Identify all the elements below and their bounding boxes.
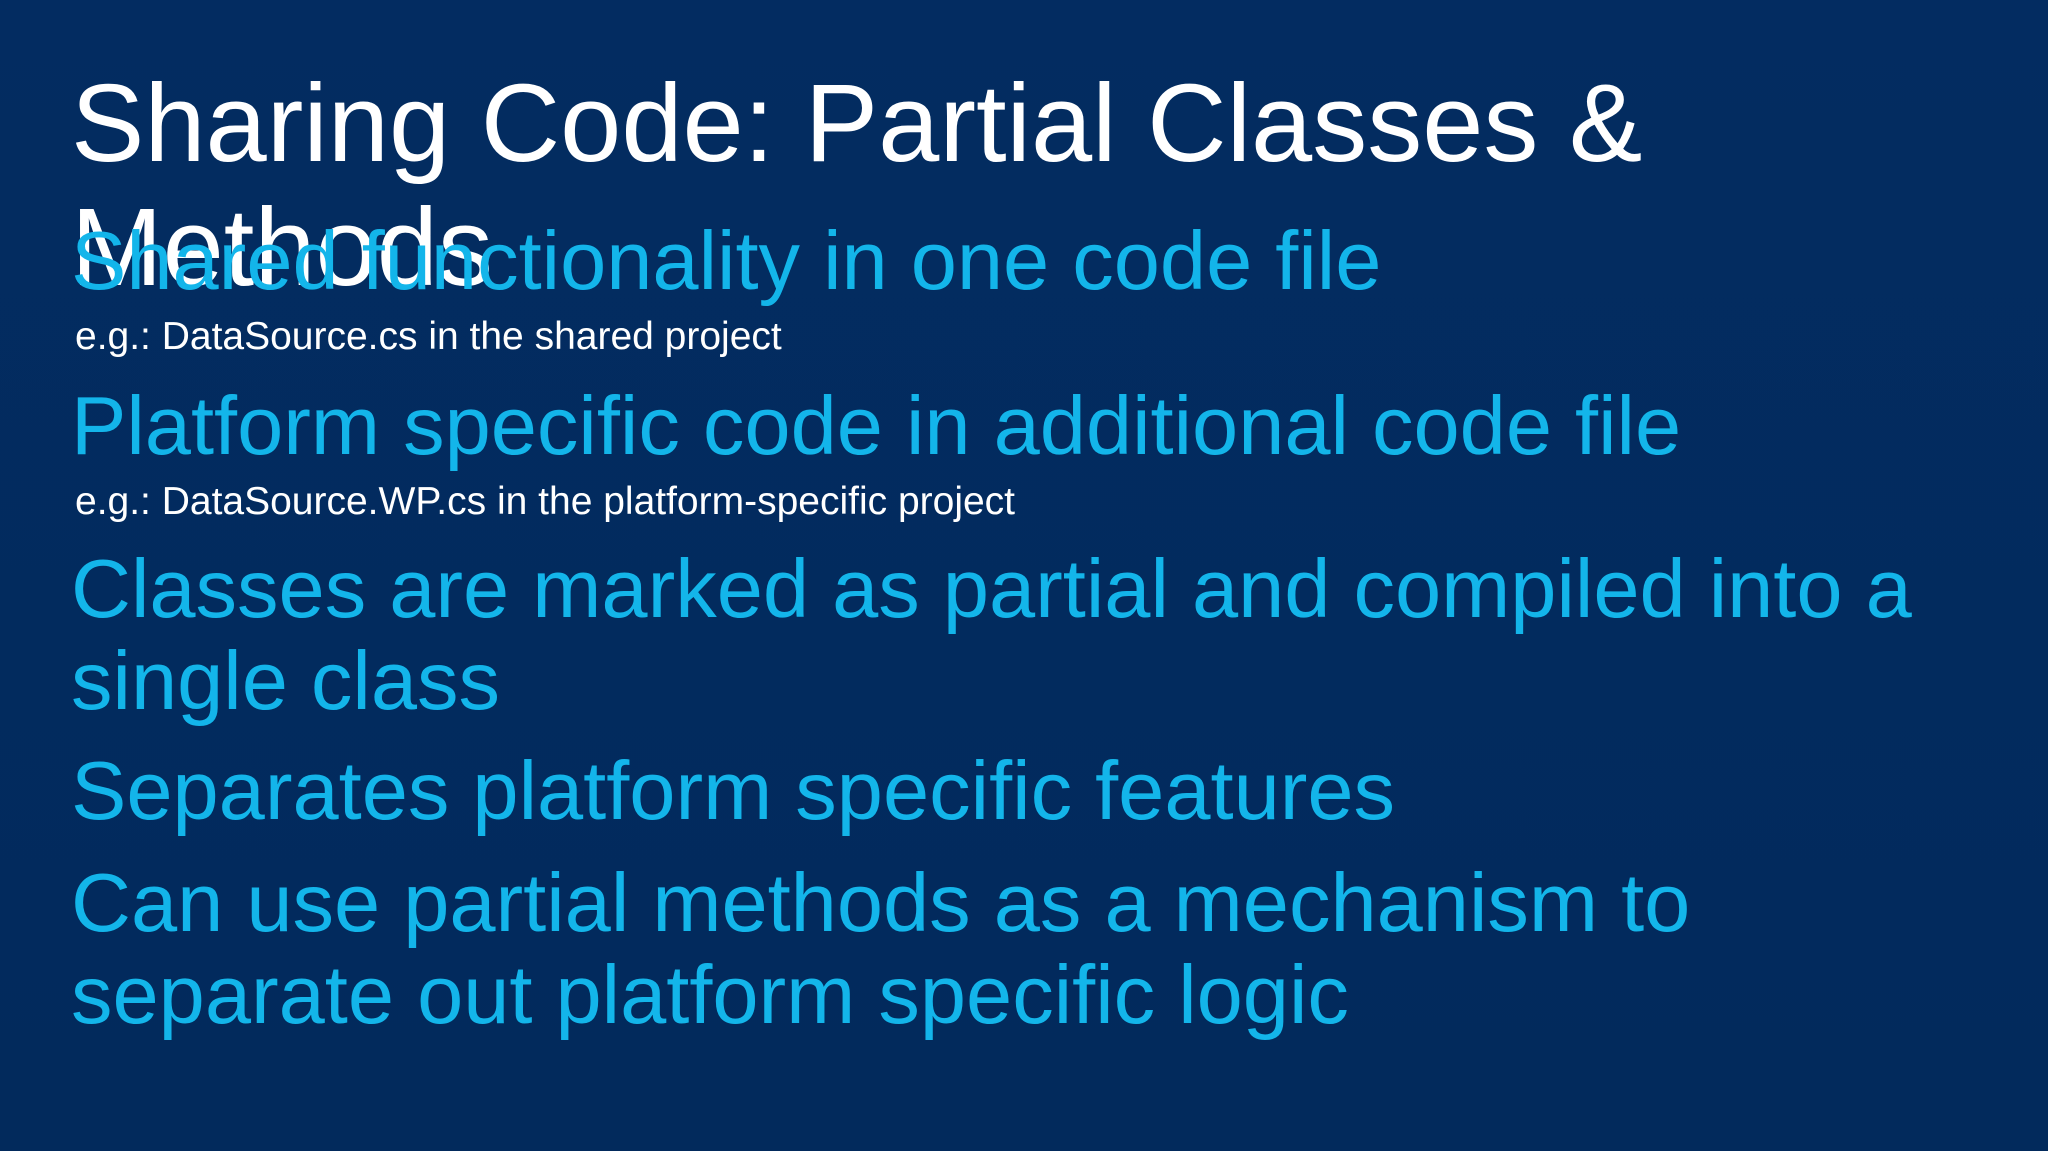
bullet-platform-specific-code: Platform specific code in additional cod…	[71, 379, 1682, 472]
bullet-partial-classes-line1: Classes are marked as partial and compil…	[71, 542, 1912, 635]
bullet-separates-features: Separates platform specific features	[71, 744, 1396, 837]
bullet-partial-classes-line2: single class	[71, 634, 501, 727]
sub-bullet-shared-example: e.g.: DataSource.cs in the shared projec…	[75, 315, 782, 358]
bullet-shared-functionality: Shared functionality in one code file	[71, 214, 1382, 307]
slide-title: Sharing Code: Partial Classes & Methods	[71, 62, 1643, 309]
bullet-partial-methods-line1: Can use partial methods as a mechanism t…	[71, 856, 1691, 949]
sub-bullet-platform-example: e.g.: DataSource.WP.cs in the platform-s…	[75, 480, 1016, 523]
bullet-partial-methods-line2: separate out platform specific logic	[71, 948, 1349, 1041]
